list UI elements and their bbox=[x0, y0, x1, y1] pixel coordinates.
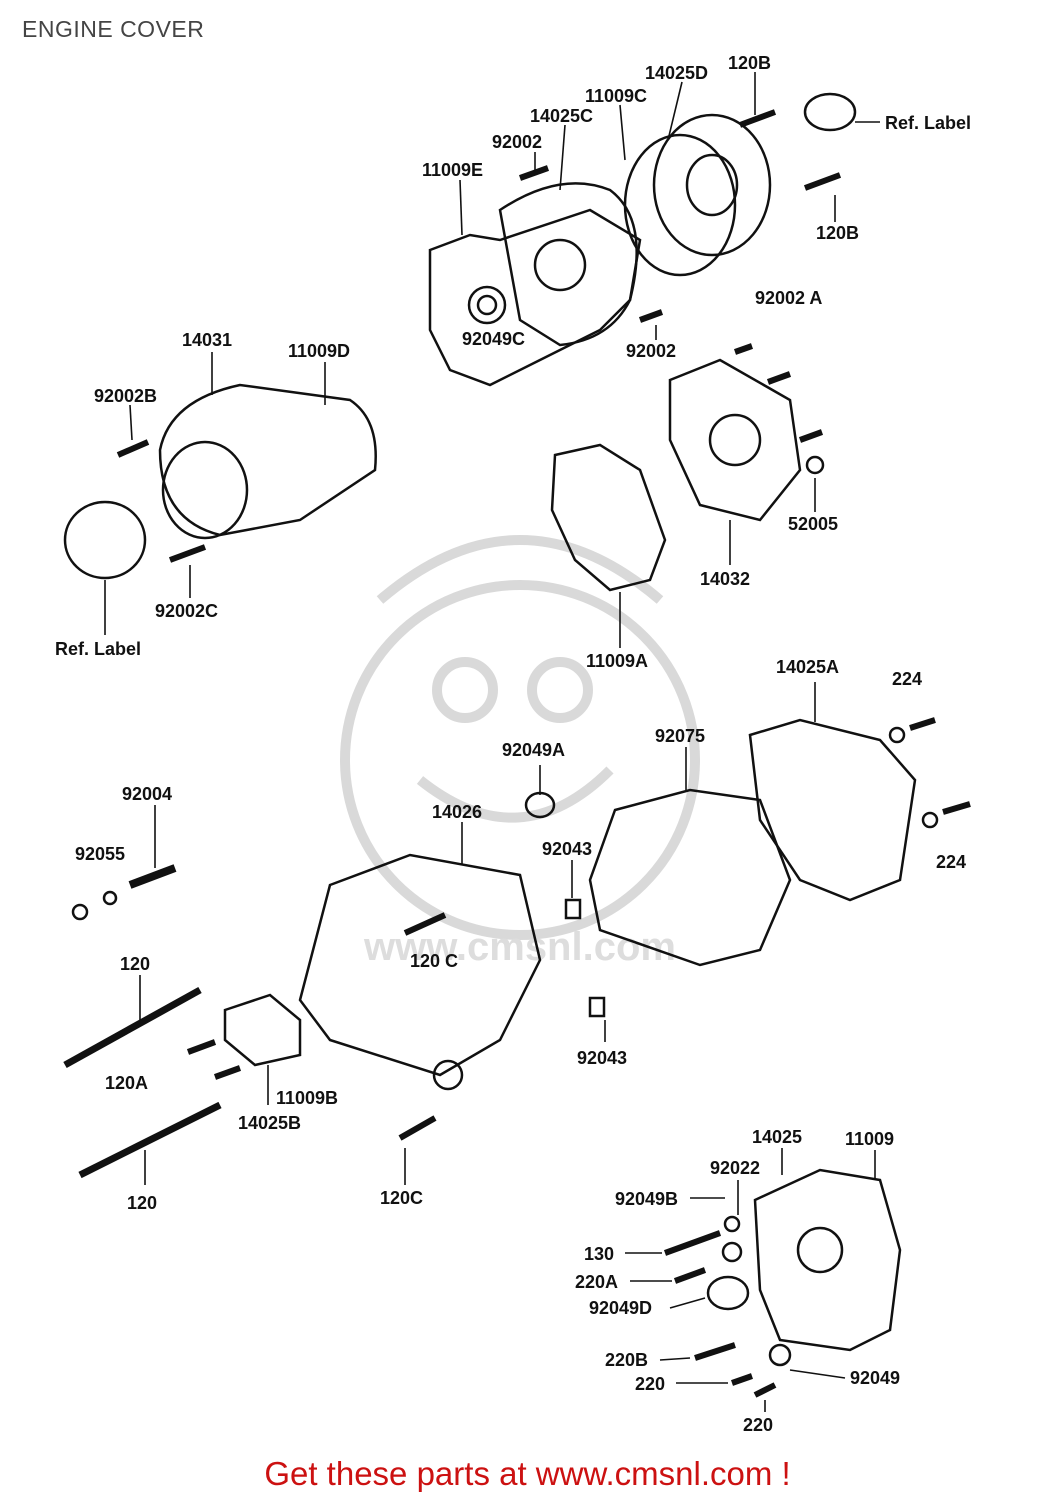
label-120B-top: 120B bbox=[728, 53, 771, 73]
cover-14025 bbox=[753, 1168, 902, 1352]
label-92002C: 92002C bbox=[155, 601, 218, 621]
label-ref-label-left: Ref. Label bbox=[55, 639, 141, 659]
label-14025D: 14025D bbox=[645, 63, 708, 83]
label-92002-top: 92002 bbox=[492, 132, 542, 152]
label-ref-label-right: Ref. Label bbox=[885, 113, 971, 133]
label-11009: 11009 bbox=[845, 1129, 894, 1149]
watermark-logo: www.cmsnl.com bbox=[340, 535, 700, 969]
leader-lines bbox=[104, 72, 880, 1412]
label-92002-mid: 92002 bbox=[626, 341, 676, 361]
label-120B-bottom: 120B bbox=[816, 223, 859, 243]
pin-92043-top bbox=[564, 898, 582, 920]
page-title: ENGINE COVER bbox=[22, 16, 205, 42]
label-11009E: 11009E bbox=[422, 160, 483, 180]
label-92043-bottom: 92043 bbox=[577, 1048, 627, 1068]
label-92055: 92055 bbox=[75, 844, 125, 864]
label-120C-mid: 120 C bbox=[410, 951, 458, 971]
housing-14026 bbox=[298, 853, 542, 1077]
gasket-11009E bbox=[428, 208, 642, 387]
cover-14025D bbox=[652, 113, 772, 257]
label-92049A: 92049A bbox=[502, 740, 565, 760]
label-120A: 120A bbox=[105, 1073, 148, 1093]
label-220A: 220A bbox=[575, 1272, 618, 1292]
label-220B: 220B bbox=[605, 1350, 648, 1370]
label-14026: 14026 bbox=[432, 802, 482, 822]
label-92049C: 92049C bbox=[462, 329, 525, 349]
label-224-top: 224 bbox=[892, 669, 922, 689]
label-11009B: 11009B bbox=[276, 1088, 338, 1108]
label-11009A: 11009A bbox=[586, 651, 648, 671]
label-92075: 92075 bbox=[655, 726, 705, 746]
ref-label-disc-right bbox=[803, 92, 857, 132]
plate-14025B bbox=[223, 993, 302, 1067]
label-130: 130 bbox=[584, 1244, 614, 1264]
pin-92043-bottom bbox=[588, 996, 606, 1018]
watermark-text: www.cmsnl.com bbox=[363, 925, 676, 969]
label-11009D: 11009D bbox=[288, 341, 350, 361]
gasket-11009C bbox=[623, 133, 737, 277]
label-14025C: 14025C bbox=[530, 106, 593, 126]
label-52005: 52005 bbox=[788, 514, 838, 534]
label-14032: 14032 bbox=[700, 569, 750, 589]
gasket-11009A bbox=[550, 443, 667, 592]
parts-line-art bbox=[63, 92, 971, 1398]
label-92004: 92004 bbox=[122, 784, 172, 804]
label-224-bottom: 224 bbox=[936, 852, 966, 872]
label-92022: 92022 bbox=[710, 1158, 760, 1178]
label-14025A: 14025A bbox=[776, 657, 839, 677]
label-92043-top: 92043 bbox=[542, 839, 592, 859]
label-92002B: 92002B bbox=[94, 386, 157, 406]
label-92002A: 92002 A bbox=[755, 288, 822, 308]
part-labels: 14025D 120B 11009C 14025C 92002 11009E R… bbox=[55, 53, 971, 1435]
seal-92049C bbox=[467, 285, 507, 325]
cover-14031 bbox=[158, 383, 377, 537]
footer-link[interactable]: Get these parts at www.cmsnl.com ! bbox=[264, 1455, 791, 1492]
label-14025: 14025 bbox=[752, 1127, 802, 1147]
label-14031: 14031 bbox=[182, 330, 232, 350]
label-14025B: 14025B bbox=[238, 1113, 301, 1133]
seal-92049D bbox=[706, 1275, 750, 1311]
label-120-bottom: 120 bbox=[127, 1193, 157, 1213]
label-220: 220 bbox=[635, 1374, 665, 1394]
label-11009C: 11009C bbox=[585, 86, 647, 106]
cover-92075 bbox=[588, 788, 792, 967]
ref-label-disc-left bbox=[63, 500, 147, 580]
cover-14025C bbox=[498, 182, 638, 347]
label-120: 120 bbox=[120, 954, 150, 974]
label-92049B: 92049B bbox=[615, 1189, 678, 1209]
label-120C-bottom: 120C bbox=[380, 1188, 423, 1208]
label-220-bottom: 220 bbox=[743, 1415, 773, 1435]
label-92049: 92049 bbox=[850, 1368, 900, 1388]
cover-14032 bbox=[668, 358, 802, 522]
label-92049D: 92049D bbox=[589, 1298, 652, 1318]
cover-14025A bbox=[748, 718, 917, 902]
